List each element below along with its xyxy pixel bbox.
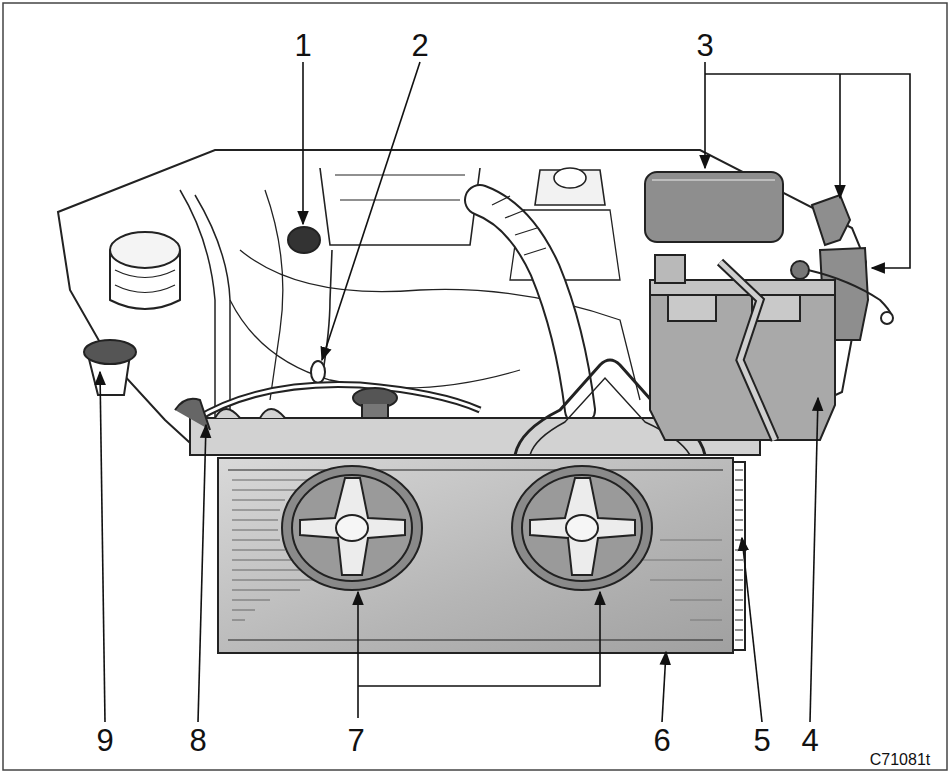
callout-number: 4 <box>801 725 818 756</box>
fuse-box <box>812 195 850 245</box>
radiator <box>218 458 745 653</box>
leader-line <box>357 592 359 718</box>
engine-bay <box>195 195 230 420</box>
battery <box>650 255 893 440</box>
cooling-fan <box>566 515 598 541</box>
callout-number: 1 <box>294 30 311 61</box>
battery <box>808 270 891 320</box>
battery <box>668 295 716 321</box>
engine-bay <box>554 168 586 188</box>
engine-bay <box>180 190 215 420</box>
engine-bay <box>362 404 388 418</box>
callout-number: 3 <box>696 30 713 61</box>
leader-line <box>322 62 420 360</box>
leader-line <box>662 652 666 722</box>
callout-number: 5 <box>753 725 770 756</box>
engine-bay <box>492 196 546 255</box>
engine-bay <box>58 150 866 452</box>
engine-bay <box>288 227 320 253</box>
engine-bay <box>322 250 332 378</box>
leader-line <box>839 74 841 198</box>
leader-line <box>100 62 910 722</box>
leader-line <box>810 398 818 722</box>
battery <box>720 262 775 440</box>
engine-bay <box>311 361 325 383</box>
battery <box>655 255 685 283</box>
cooling-fan <box>336 515 368 541</box>
leader-line <box>198 425 206 722</box>
cooling-fan <box>300 478 405 575</box>
radiator <box>218 458 733 653</box>
cooling-fan <box>522 475 642 581</box>
leader-line <box>100 372 105 722</box>
battery <box>791 261 809 279</box>
engine-bay <box>84 340 136 364</box>
leader-line <box>705 74 910 268</box>
engine-bay <box>335 175 465 200</box>
engine-bay <box>265 190 283 400</box>
radiator <box>640 540 722 620</box>
engine-bay <box>115 270 175 293</box>
callout-number: 6 <box>653 725 670 756</box>
engine-bay <box>110 250 180 309</box>
callout-number: 2 <box>411 30 428 61</box>
cooling-fan <box>530 478 635 575</box>
callout-number: 8 <box>189 725 206 756</box>
engine-bay <box>480 200 580 410</box>
engine-bay <box>480 200 580 410</box>
figure-code: C71081t <box>870 752 931 768</box>
callout-number: 9 <box>96 725 113 756</box>
fuse-box <box>652 179 775 181</box>
fuse-box <box>645 172 783 242</box>
engine-bay <box>175 399 210 430</box>
engine-bay <box>110 232 180 268</box>
frame <box>3 3 947 770</box>
leader-line <box>358 592 600 686</box>
cooling-fan <box>292 475 412 581</box>
callout-number: 7 <box>347 725 364 756</box>
engine-bay <box>58 150 866 455</box>
cooling-fan <box>512 466 652 590</box>
cooling-fan <box>282 466 652 590</box>
cooling-fan <box>282 466 422 590</box>
leader-line <box>704 62 706 168</box>
engine-bay <box>320 168 480 245</box>
radiator <box>735 470 743 640</box>
battery <box>881 312 893 324</box>
leader-line <box>742 538 762 722</box>
battery <box>720 262 775 440</box>
leader-line <box>302 62 304 224</box>
